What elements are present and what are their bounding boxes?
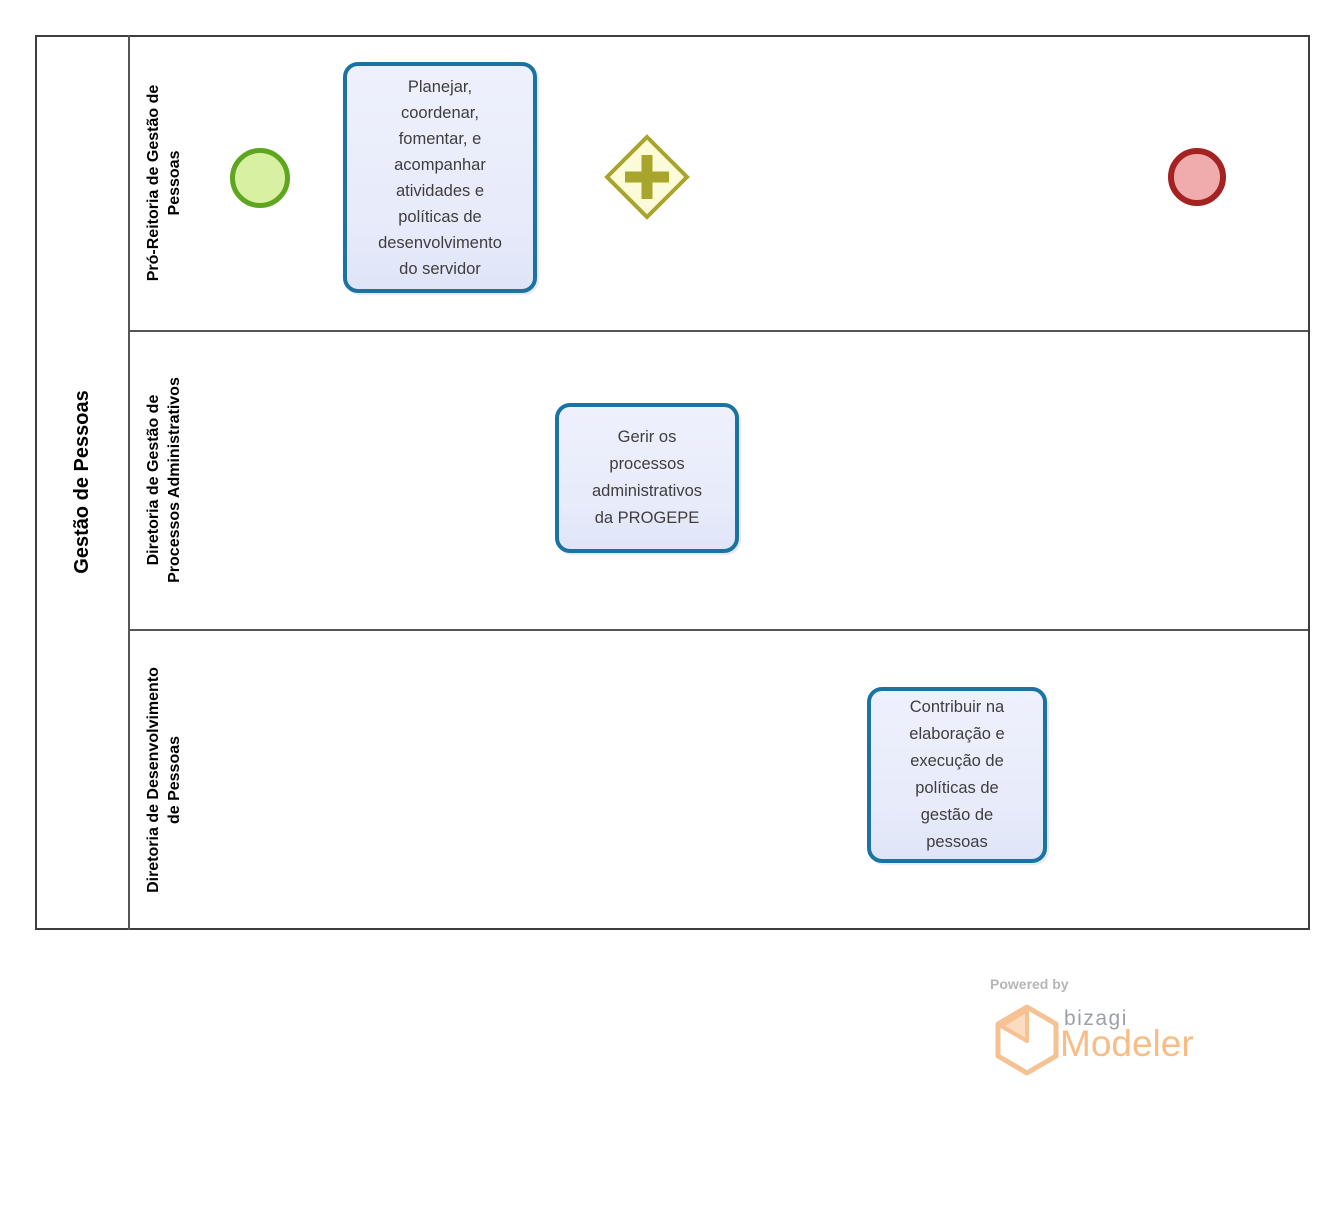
powered-by-text: Powered by <box>990 976 1069 992</box>
bizagi-logo-icon <box>991 1002 1063 1076</box>
task-gerir-processos: Gerir os processos administrativos da PR… <box>555 403 739 553</box>
task-planejar: Planejar, coordenar, fomentar, e acompan… <box>343 62 537 293</box>
modeler-wordmark: Modeler <box>1060 1023 1194 1064</box>
start-event <box>230 148 290 208</box>
lane-label-diretoria-desenvolvimento: Diretoria de Desenvolvimento de Pessoas <box>145 667 183 893</box>
parallel-gateway-icon <box>604 134 690 220</box>
bizagi-wordmark: bizagi <box>1064 1007 1128 1030</box>
end-event <box>1168 148 1226 206</box>
parallel-gateway <box>604 134 690 220</box>
task-contribuir: Contribuir na elaboração e execução de p… <box>867 687 1047 863</box>
pool-title: Gestão de Pessoas <box>71 390 93 574</box>
pool-title-band-divider <box>128 35 130 930</box>
lane-divider-1 <box>129 330 1308 332</box>
lane-label-pro-reitoria: Pró-Reitoria de Gestão de Pessoas <box>145 84 183 282</box>
lane-label-diretoria-processos: Diretoria de Gestão de Processos Adminis… <box>145 377 183 583</box>
lane-divider-2 <box>129 629 1308 631</box>
